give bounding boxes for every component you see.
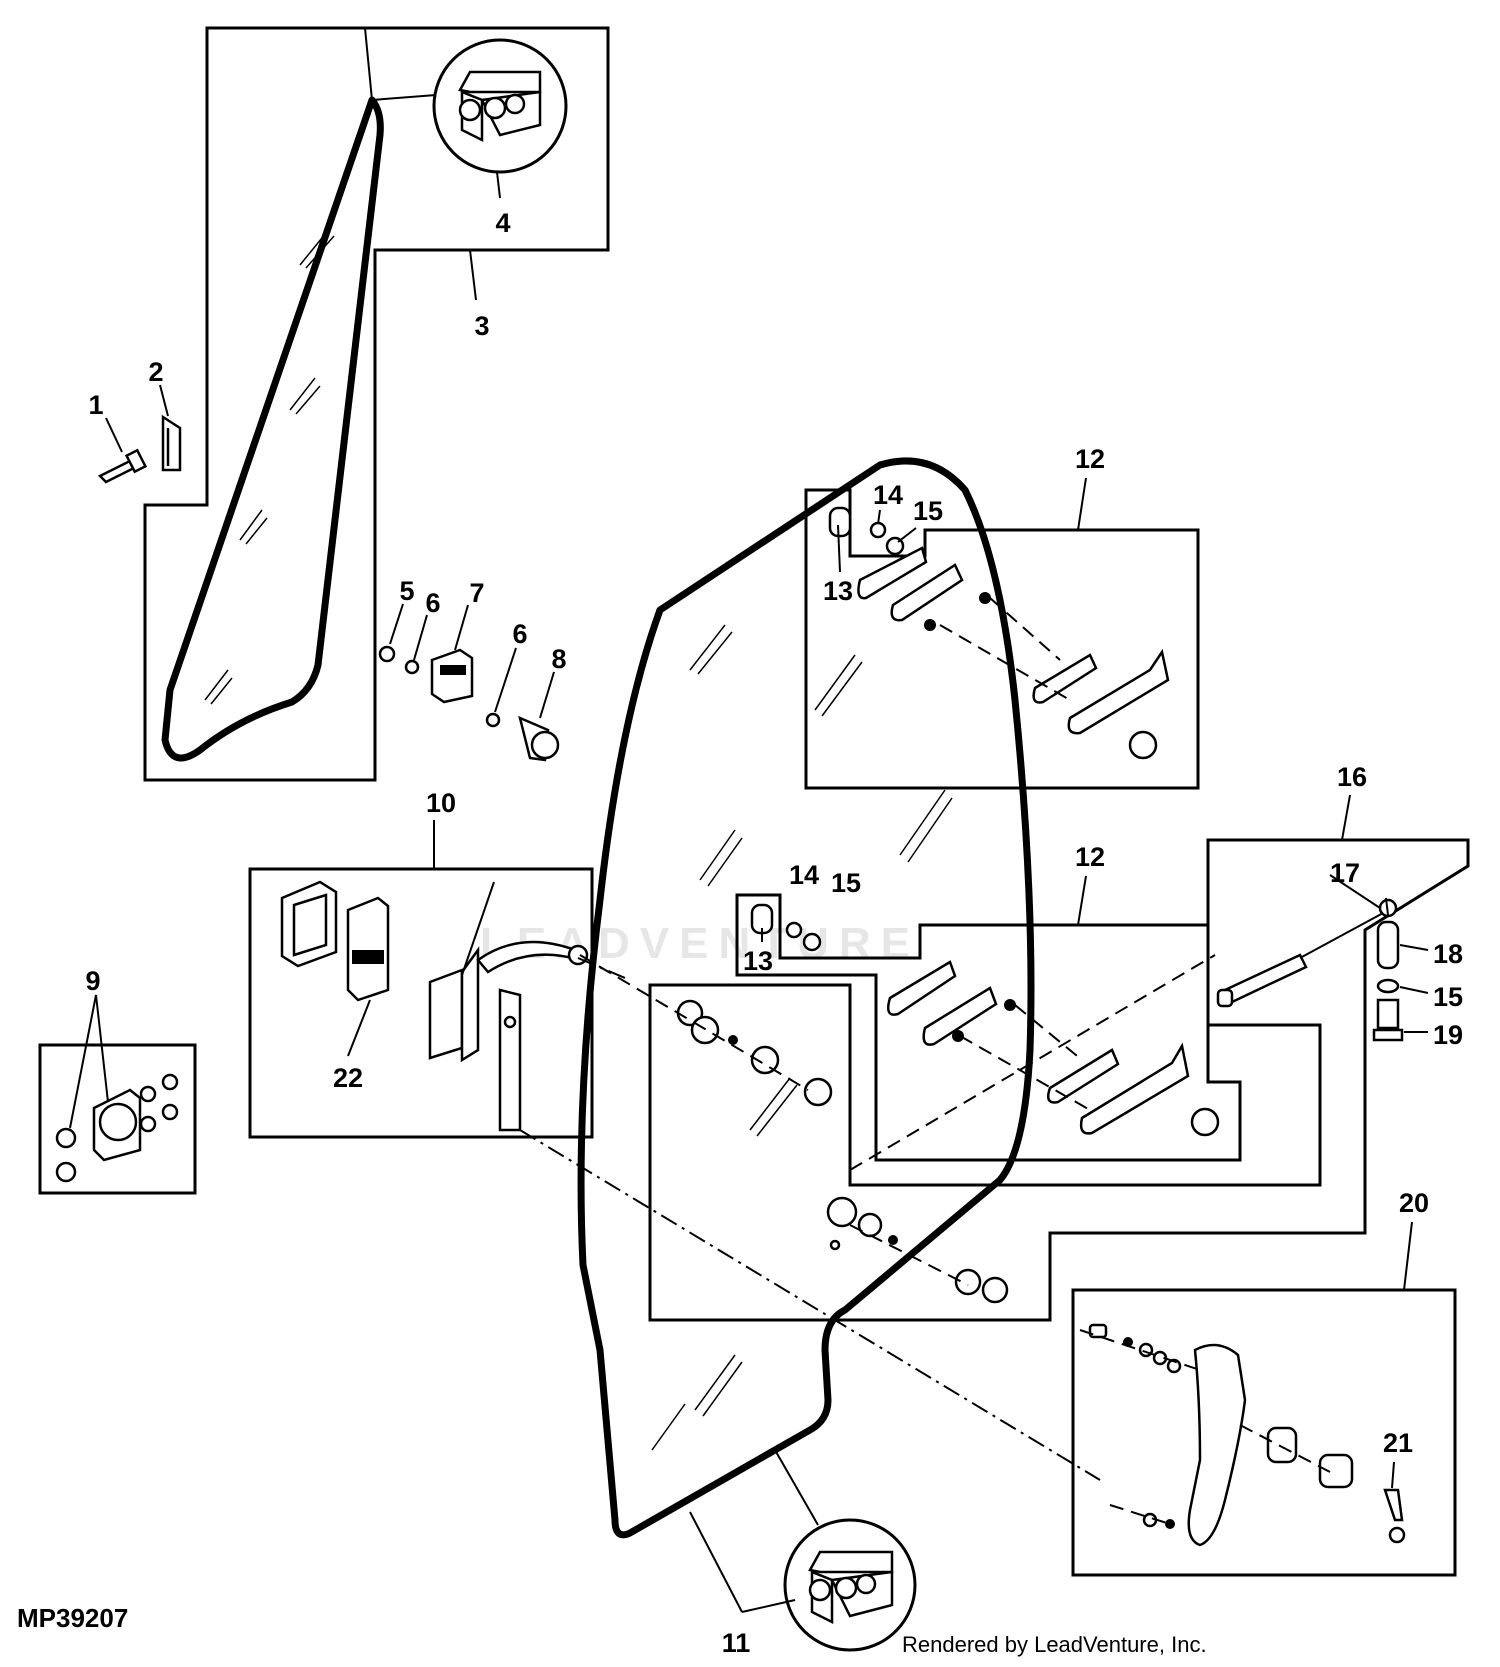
latch-parts-5-8 bbox=[378, 645, 560, 762]
callout-12b: 12 bbox=[1075, 842, 1105, 872]
callout-21: 21 bbox=[1383, 1428, 1413, 1458]
callout-13b: 13 bbox=[743, 946, 773, 976]
callout-10: 10 bbox=[426, 788, 456, 818]
callout-15a: 15 bbox=[913, 496, 943, 526]
callout-2: 2 bbox=[148, 357, 163, 387]
callout-15b: 15 bbox=[831, 868, 861, 898]
callout-3: 3 bbox=[474, 311, 489, 341]
group-20-box bbox=[1071, 1288, 1457, 1577]
callout-1: 1 bbox=[88, 390, 103, 420]
group-12-lower-box bbox=[735, 893, 1242, 1162]
callout-12a: 12 bbox=[1075, 444, 1105, 474]
callout-14a: 14 bbox=[873, 480, 903, 510]
callout-18: 18 bbox=[1433, 939, 1463, 969]
upper-hinge-parts-13-15 bbox=[828, 506, 1170, 760]
hinge-part-9 bbox=[55, 1073, 179, 1183]
callout-17: 17 bbox=[1330, 858, 1360, 888]
callout-7: 7 bbox=[469, 578, 484, 608]
seal-detail-4 bbox=[432, 38, 568, 174]
group-16-box bbox=[648, 838, 1470, 1322]
callout-5: 5 bbox=[399, 576, 414, 606]
callout-15c: 15 bbox=[1433, 982, 1463, 1012]
callout-6b: 6 bbox=[512, 619, 527, 649]
callout-9: 9 bbox=[85, 966, 100, 996]
group-9-box bbox=[38, 1043, 197, 1195]
callout-4: 4 bbox=[495, 208, 510, 238]
callout-14b: 14 bbox=[789, 860, 819, 890]
callout-20: 20 bbox=[1399, 1188, 1429, 1218]
clip-part-2 bbox=[161, 414, 182, 472]
callout-22: 22 bbox=[333, 1063, 363, 1093]
callout-16: 16 bbox=[1337, 762, 1367, 792]
handle-parts-20-21 bbox=[1088, 1323, 1406, 1547]
door-glass bbox=[577, 457, 1035, 1539]
glass-shading bbox=[204, 227, 335, 705]
lower-hinge-parts-13-15 bbox=[750, 903, 1220, 1137]
callout-6a: 6 bbox=[425, 588, 440, 618]
gas-strut-parts-16-19 bbox=[1216, 898, 1404, 1042]
door-glass-shading bbox=[651, 624, 953, 1451]
pin-part-1 bbox=[97, 448, 148, 484]
callout-13a: 13 bbox=[823, 576, 853, 606]
seal-detail-11 bbox=[783, 1518, 917, 1652]
hinge-parts-10-22 bbox=[280, 880, 589, 1132]
callout-11: 11 bbox=[722, 1628, 751, 1658]
figure-id: MP39207 bbox=[17, 1603, 128, 1633]
lower-fastener-parts bbox=[676, 999, 1009, 1304]
side-window-glass bbox=[161, 96, 384, 762]
group-3-box bbox=[143, 26, 610, 782]
callout-8: 8 bbox=[551, 644, 566, 674]
callout-labels: 1 2 3 4 5 6 6 7 8 9 10 11 12 12 13 13 14… bbox=[85, 208, 1463, 1658]
credit-text: Rendered by LeadVenture, Inc. bbox=[902, 1632, 1207, 1657]
callout-19: 19 bbox=[1433, 1020, 1463, 1050]
